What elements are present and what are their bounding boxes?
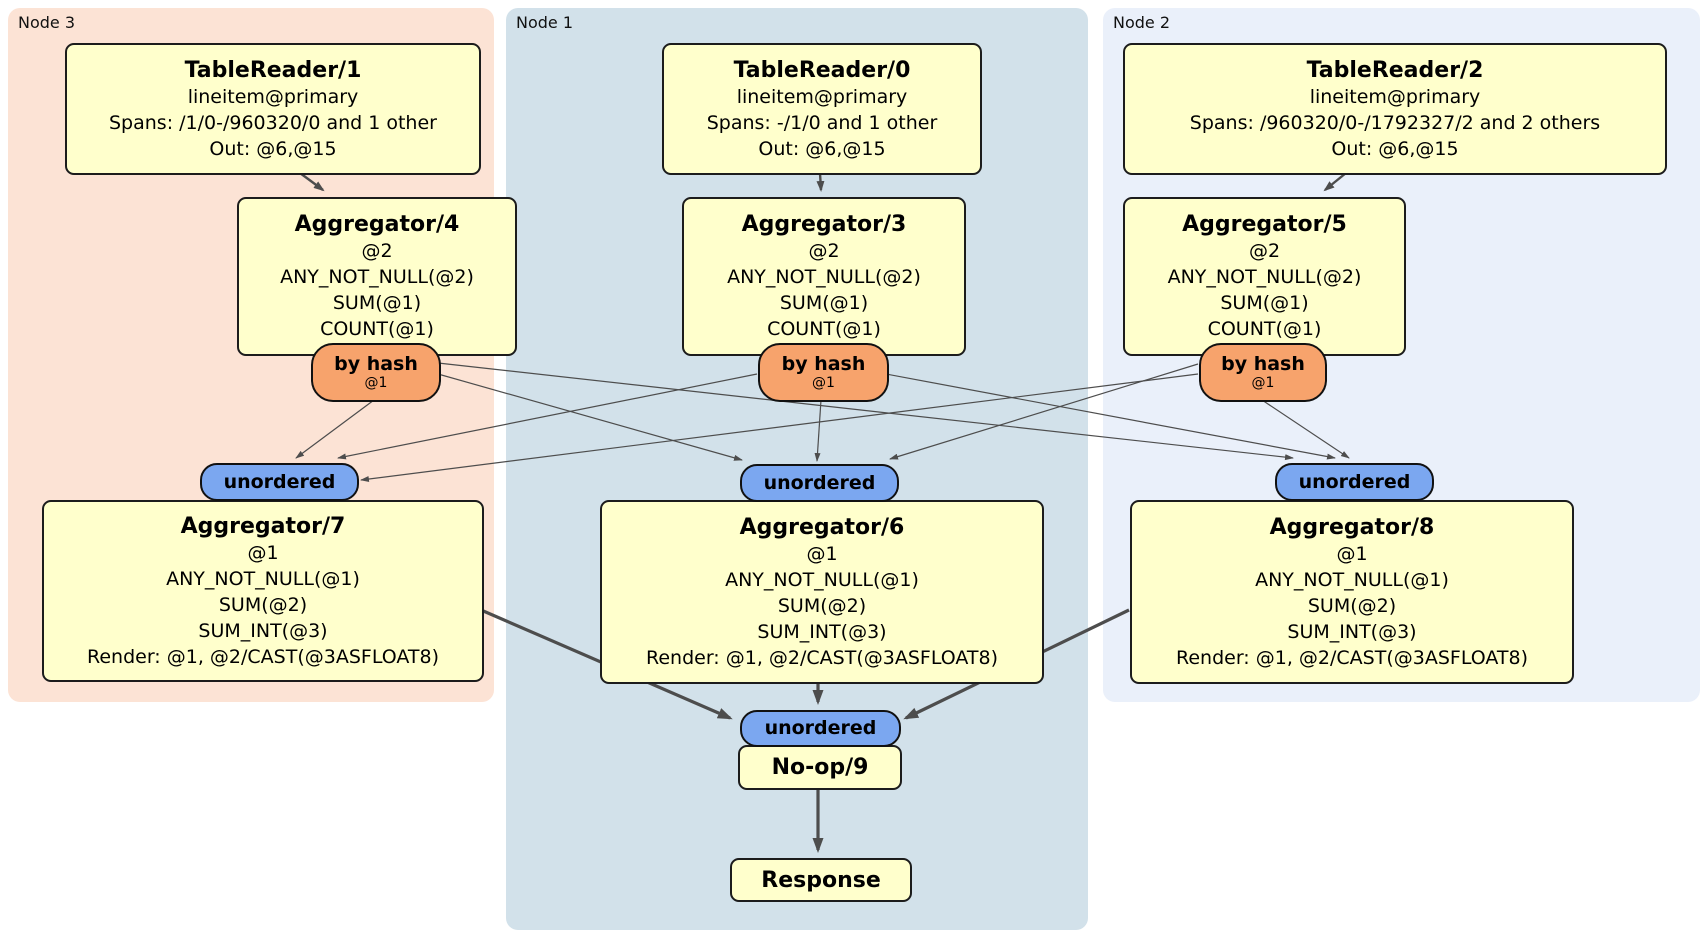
processor-group-cols: @1 (247, 541, 279, 564)
router-columns: @1 (1251, 374, 1275, 391)
processor-render-expr: Render: @1, @2/CAST(@3ASFLOAT8) (1176, 646, 1528, 669)
processor-render-expr: Render: @1, @2/CAST(@3ASFLOAT8) (646, 646, 998, 669)
router-by-hash-3: by hash @1 (758, 343, 889, 402)
processor-aggregator-3: Aggregator/3 @2 ANY_NOT_NULL(@2) SUM(@1)… (682, 197, 966, 356)
synchronizer-label: unordered (223, 470, 336, 493)
processor-agg-fn: SUM(@1) (779, 292, 869, 314)
processor-response: Response (730, 858, 912, 902)
processor-agg-fn: SUM_INT(@3) (1287, 620, 1417, 643)
synchronizer-label: unordered (1298, 470, 1411, 493)
processor-group-cols: @1 (806, 542, 838, 565)
processor-aggregator-7: Aggregator/7 @1 ANY_NOT_NULL(@1) SUM(@2)… (42, 500, 484, 682)
processor-title: TableReader/2 (1306, 57, 1484, 83)
processor-out: Out: @6,@15 (758, 137, 886, 160)
processor-group-cols: @2 (361, 240, 393, 262)
processor-aggregator-6: Aggregator/6 @1 ANY_NOT_NULL(@1) SUM(@2)… (600, 500, 1044, 684)
processor-agg-fn: SUM_INT(@3) (198, 619, 328, 642)
router-label: by hash (1221, 352, 1305, 375)
synchronizer-label: unordered (763, 471, 876, 494)
processor-agg-fn: SUM(@1) (332, 292, 422, 314)
processor-agg-fn: COUNT(@1) (320, 318, 434, 340)
processor-title: Aggregator/4 (294, 212, 460, 237)
processor-agg-fn: SUM(@2) (1307, 594, 1397, 617)
processor-agg-fn: ANY_NOT_NULL(@1) (166, 567, 360, 590)
processor-title: Aggregator/8 (1269, 514, 1435, 540)
processor-title: Aggregator/5 (1182, 212, 1347, 237)
processor-out: Out: @6,@15 (1331, 137, 1459, 160)
synchronizer-unordered-left: unordered (200, 463, 359, 501)
processor-render-expr: Render: @1, @2/CAST(@3ASFLOAT8) (87, 645, 439, 668)
processor-spans: Spans: /960320/0-/1792327/2 and 2 others (1189, 111, 1601, 134)
router-label: by hash (781, 352, 866, 375)
processor-index: lineitem@primary (736, 85, 908, 108)
processor-agg-fn: ANY_NOT_NULL(@2) (280, 266, 474, 288)
synchronizer-unordered-final: unordered (740, 710, 901, 747)
processor-group-cols: @1 (1336, 542, 1368, 565)
processor-agg-fn: ANY_NOT_NULL(@2) (1167, 266, 1362, 288)
processor-spans: Spans: /1/0-/960320/0 and 1 other (109, 111, 437, 134)
processor-agg-fn: ANY_NOT_NULL(@2) (727, 266, 921, 288)
processor-noop-9: No-op/9 (738, 745, 902, 790)
processor-group-cols: @2 (1248, 240, 1281, 262)
processor-index: lineitem@primary (187, 85, 359, 108)
processor-title: Response (761, 867, 881, 893)
processor-aggregator-5: Aggregator/5 @2 ANY_NOT_NULL(@2) SUM(@1)… (1123, 197, 1406, 356)
processor-agg-fn: SUM(@2) (218, 593, 308, 616)
processor-agg-fn: COUNT(@1) (767, 318, 881, 340)
panel-node-2-label: Node 2 (1113, 13, 1171, 32)
processor-tablereader-2: TableReader/2 lineitem@primary Spans: /9… (1123, 43, 1667, 175)
processor-title: Aggregator/3 (741, 212, 907, 237)
processor-aggregator-4: Aggregator/4 @2 ANY_NOT_NULL(@2) SUM(@1)… (237, 197, 517, 356)
processor-tablereader-1: TableReader/1 lineitem@primary Spans: /1… (65, 43, 481, 175)
processor-agg-fn: ANY_NOT_NULL(@1) (725, 568, 919, 591)
router-columns: @1 (812, 374, 835, 391)
processor-spans: Spans: -/1/0 and 1 other (706, 111, 938, 134)
router-by-hash-5: by hash @1 (1199, 343, 1327, 402)
processor-tablereader-0: TableReader/0 lineitem@primary Spans: -/… (662, 43, 982, 175)
processor-title: Aggregator/7 (180, 513, 346, 539)
processor-group-cols: @2 (808, 240, 840, 262)
processor-agg-fn: COUNT(@1) (1207, 318, 1322, 340)
processor-title: No-op/9 (771, 755, 869, 780)
panel-node-3-label: Node 3 (18, 13, 76, 32)
processor-aggregator-8: Aggregator/8 @1 ANY_NOT_NULL(@1) SUM(@2)… (1130, 500, 1574, 684)
processor-agg-fn: SUM(@1) (1220, 292, 1309, 314)
processor-index: lineitem@primary (1309, 85, 1481, 108)
synchronizer-label: unordered (764, 717, 877, 739)
processor-title: TableReader/1 (184, 57, 362, 83)
processor-title: Aggregator/6 (739, 514, 905, 540)
processor-title: TableReader/0 (733, 57, 911, 83)
panel-node-1-label: Node 1 (516, 13, 574, 32)
processor-agg-fn: ANY_NOT_NULL(@1) (1255, 568, 1449, 591)
synchronizer-unordered-center: unordered (740, 464, 899, 502)
processor-out: Out: @6,@15 (209, 137, 337, 160)
router-label: by hash (334, 352, 418, 375)
processor-agg-fn: SUM(@2) (777, 594, 867, 617)
processor-agg-fn: SUM_INT(@3) (757, 620, 887, 643)
router-by-hash-4: by hash @1 (311, 343, 441, 402)
synchronizer-unordered-right: unordered (1275, 463, 1434, 501)
router-columns: @1 (364, 374, 388, 391)
